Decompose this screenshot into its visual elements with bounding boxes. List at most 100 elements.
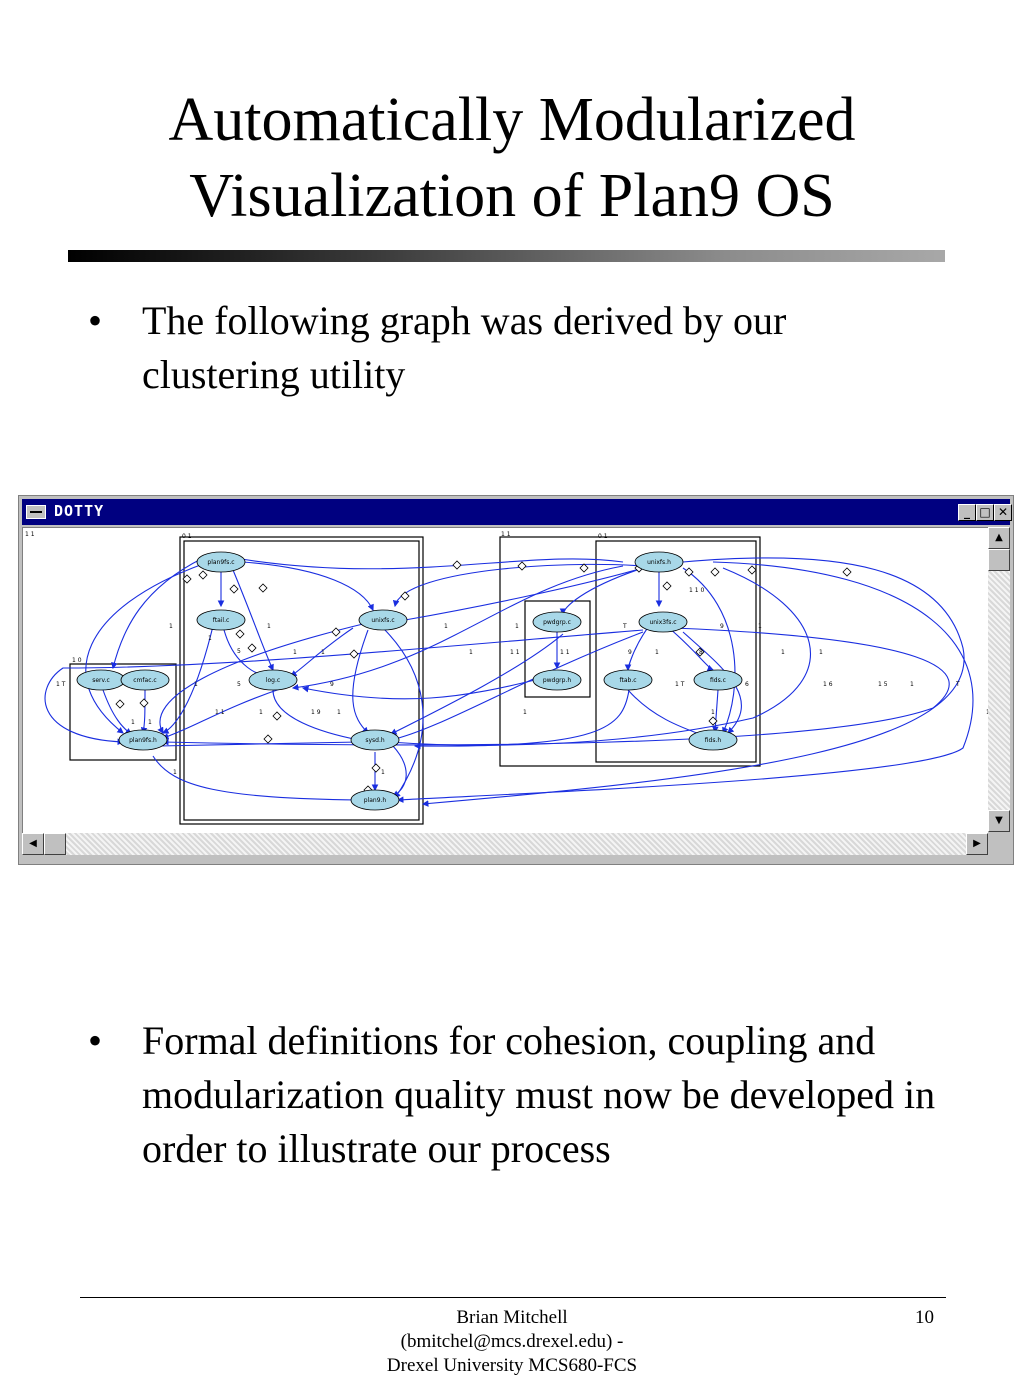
graph-node-label: serv.c [92, 677, 110, 684]
cluster-box-inner [183, 540, 420, 821]
title-line-2: Visualization of Plan9 OS [189, 162, 835, 230]
graph-node-label: sysd.h [365, 737, 385, 744]
svg-text:1: 1 [267, 623, 271, 630]
svg-text:1 9: 1 9 [311, 709, 321, 716]
horizontal-scrollbar[interactable]: ◀ ▶ [22, 833, 988, 855]
graph-node[interactable]: plan9fs.h [118, 729, 168, 751]
scroll-left-button[interactable]: ◀ [22, 833, 44, 855]
graph-node-shape [120, 669, 170, 691]
graph-node[interactable]: pwdgrp.h [532, 669, 582, 691]
cluster-box [499, 536, 761, 767]
minimize-button[interactable]: _ [958, 504, 976, 521]
window-title: DOTTY [54, 502, 105, 520]
bullet-item: • The following graph was derived by our… [88, 294, 968, 414]
footer-email: (bmitchel@mcs.drexel.edu) - [400, 1331, 624, 1352]
page-number: 10 [915, 1307, 934, 1328]
svg-text:1 5: 1 5 [878, 681, 888, 688]
graph-node-label: pwdgrp.h [543, 677, 572, 684]
scroll-up-button[interactable]: ▲ [988, 527, 1010, 549]
graph-node-shape [634, 551, 684, 573]
graph-node[interactable]: pwdgrp.c [532, 611, 582, 633]
graph-node-label: ftail.c [213, 617, 230, 624]
horizontal-scroll-thumb[interactable] [44, 833, 66, 855]
resize-grip-icon[interactable] [988, 833, 1010, 855]
svg-text:1 T: 1 T [675, 681, 685, 688]
graph-node-label: unixfs.c [371, 617, 394, 624]
title-line-1: Automatically Modularized [168, 86, 856, 154]
graph-node[interactable]: fids.h [688, 729, 738, 751]
graph-node[interactable]: plan9.h [350, 789, 400, 811]
vertical-scrollbar[interactable]: ▲ ▼ [988, 527, 1010, 832]
bullet-text: The following graph was derived by our c… [142, 298, 787, 397]
graph-node[interactable]: serv.c [76, 669, 126, 691]
svg-text:1 1: 1 1 [501, 531, 511, 538]
svg-text:T: T [955, 681, 960, 688]
window-title-bar[interactable]: DOTTY _ □ ✕ [22, 499, 1012, 525]
close-button[interactable]: ✕ [994, 504, 1012, 521]
graph-node-shape [532, 669, 582, 691]
graph-node-label: pwdgrp.c [543, 619, 571, 626]
graph-node-label: fids.h [705, 737, 722, 744]
svg-text:1: 1 [819, 649, 823, 656]
scroll-right-button[interactable]: ▶ [966, 833, 988, 855]
svg-text:9: 9 [330, 681, 334, 688]
svg-text:1 1: 1 1 [215, 709, 225, 716]
graph-node-label: plan9fs.c [207, 559, 234, 566]
graph-node-label: unix3fs.c [649, 619, 676, 626]
svg-text:1 T: 1 T [56, 681, 66, 688]
graph-node[interactable]: ftab.c [603, 669, 653, 691]
svg-text:1: 1 [469, 649, 473, 656]
graph-node-shape [350, 729, 400, 751]
svg-text:1 6: 1 6 [823, 681, 833, 688]
graph-node[interactable]: unix3fs.c [638, 611, 688, 633]
footer-credit: Brian Mitchell (bmitchel@mcs.drexel.edu)… [312, 1306, 712, 1376]
svg-text:1: 1 [173, 769, 177, 776]
svg-text:1: 1 [259, 709, 263, 716]
graph-node[interactable]: plan9fs.c [196, 551, 246, 573]
graph-node[interactable]: ftail.c [196, 609, 246, 631]
svg-text:0 1: 0 1 [598, 533, 608, 540]
graph-node[interactable]: unixfs.c [358, 609, 408, 631]
svg-text:1: 1 [208, 635, 212, 642]
graph-node[interactable]: sysd.h [350, 729, 400, 751]
graph-node-shape [693, 669, 743, 691]
bullet-marker: • [88, 298, 103, 343]
slide-title: Automatically Modularized Visualization … [0, 82, 1024, 234]
graph-node-shape [532, 611, 582, 633]
svg-text:1: 1 [711, 709, 715, 716]
cluster-box [179, 536, 424, 825]
svg-text:1: 1 [523, 709, 527, 716]
graph-node-label: plan9.h [364, 797, 387, 804]
graph-node-label: log.c [266, 677, 280, 684]
dotty-window: DOTTY _ □ ✕ [18, 495, 1014, 865]
svg-text:1: 1 [910, 681, 914, 688]
graph-node[interactable]: unixfs.h [634, 551, 684, 573]
svg-text:1: 1 [321, 649, 325, 656]
svg-text:1: 1 [293, 649, 297, 656]
svg-text:1 1: 1 1 [25, 531, 35, 538]
edge-markers [115, 560, 852, 795]
cluster-box [69, 663, 177, 761]
graph-node[interactable]: cmfac.c [120, 669, 170, 691]
system-menu-icon[interactable] [26, 505, 46, 519]
graph-node-shape [350, 789, 400, 811]
svg-text:9: 9 [628, 649, 632, 656]
scroll-down-button[interactable]: ▼ [988, 810, 1010, 832]
vertical-scroll-thumb[interactable] [988, 549, 1010, 571]
graph-node-shape [196, 609, 246, 631]
graph-node-shape [118, 729, 168, 751]
graph-node-label: plan9fs.h [129, 737, 157, 744]
graph-node[interactable]: fids.c [693, 669, 743, 691]
graph-edges [44, 553, 974, 807]
graph-node-shape [688, 729, 738, 751]
svg-text:1: 1 [337, 709, 341, 716]
svg-text:1: 1 [655, 649, 659, 656]
graph-node[interactable]: log.c [248, 669, 298, 691]
svg-text:1: 1 [758, 623, 762, 630]
graph-node-label: cmfac.c [133, 677, 156, 684]
cluster-box [524, 600, 591, 698]
svg-text:0 1: 0 1 [182, 533, 192, 540]
maximize-button[interactable]: □ [976, 504, 994, 521]
